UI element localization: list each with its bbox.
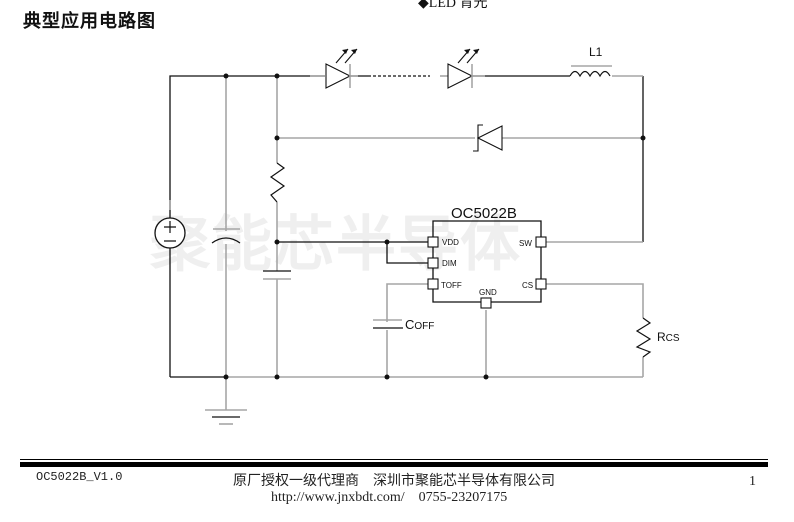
pin-toff-label: TOFF <box>441 281 462 290</box>
junction-dot <box>483 374 489 380</box>
footer-version: OC5022B_V1.0 <box>36 470 123 484</box>
pin-gnd-label: GND <box>479 288 497 297</box>
junction-dot <box>384 239 390 245</box>
wires-black <box>169 75 644 378</box>
pin-dim-icon <box>427 257 439 269</box>
header-fragment: ◆LED 背光 <box>418 0 488 11</box>
dc-source-icon <box>154 217 186 249</box>
pin-vdd-label: VDD <box>442 238 459 247</box>
pin-cs-icon <box>535 278 547 290</box>
inductor-icon <box>569 65 612 78</box>
pin-sw-icon <box>535 236 547 248</box>
junction-dot <box>274 73 280 79</box>
ground-icon <box>205 409 247 425</box>
junction-dot <box>384 374 390 380</box>
footer-rule-thick <box>20 462 768 467</box>
pin-cs-label: CS <box>522 281 533 290</box>
inductor-label: L1 <box>589 45 603 59</box>
bias-resistor-icon <box>269 162 286 203</box>
ic-name: OC5022B <box>451 205 517 222</box>
pin-dim-label: DIM <box>442 259 457 268</box>
pin-gnd-icon <box>480 297 492 309</box>
junction-dot <box>274 374 280 380</box>
junction-dot <box>274 239 280 245</box>
page-number: 1 <box>749 474 756 489</box>
pin-toff-icon <box>427 278 439 290</box>
coff-capacitor-icon <box>373 319 403 329</box>
junction-dot <box>274 135 280 141</box>
vdd-capacitor-icon <box>263 270 291 280</box>
coff-label: COFF <box>405 317 434 332</box>
footer-rule-thin <box>20 459 768 460</box>
led-2-icon <box>447 48 480 89</box>
junction-dot <box>223 73 229 79</box>
junction-dot <box>640 135 646 141</box>
junction-dots <box>223 73 646 380</box>
pin-vdd-icon <box>427 236 439 248</box>
pin-sw-label: SW <box>519 239 532 248</box>
rcs-label: RCS <box>657 330 680 344</box>
footer-company: 原厂授权一级代理商 深圳市聚能芯半导体有限公司 <box>233 474 555 489</box>
section-title: 典型应用电路图 <box>23 11 156 32</box>
led-1-icon <box>325 48 358 89</box>
wires-gray <box>169 75 644 410</box>
schottky-diode-icon <box>473 124 503 152</box>
input-capacitor-icon <box>211 228 241 244</box>
footer-contact: http://www.jnxbdt.com/ 0755-23207175 <box>271 490 508 505</box>
rcs-resistor-icon <box>635 317 652 358</box>
watermark: 聚能芯半导体 <box>150 210 522 280</box>
ic-pins <box>427 236 547 309</box>
junction-dot <box>223 374 229 380</box>
